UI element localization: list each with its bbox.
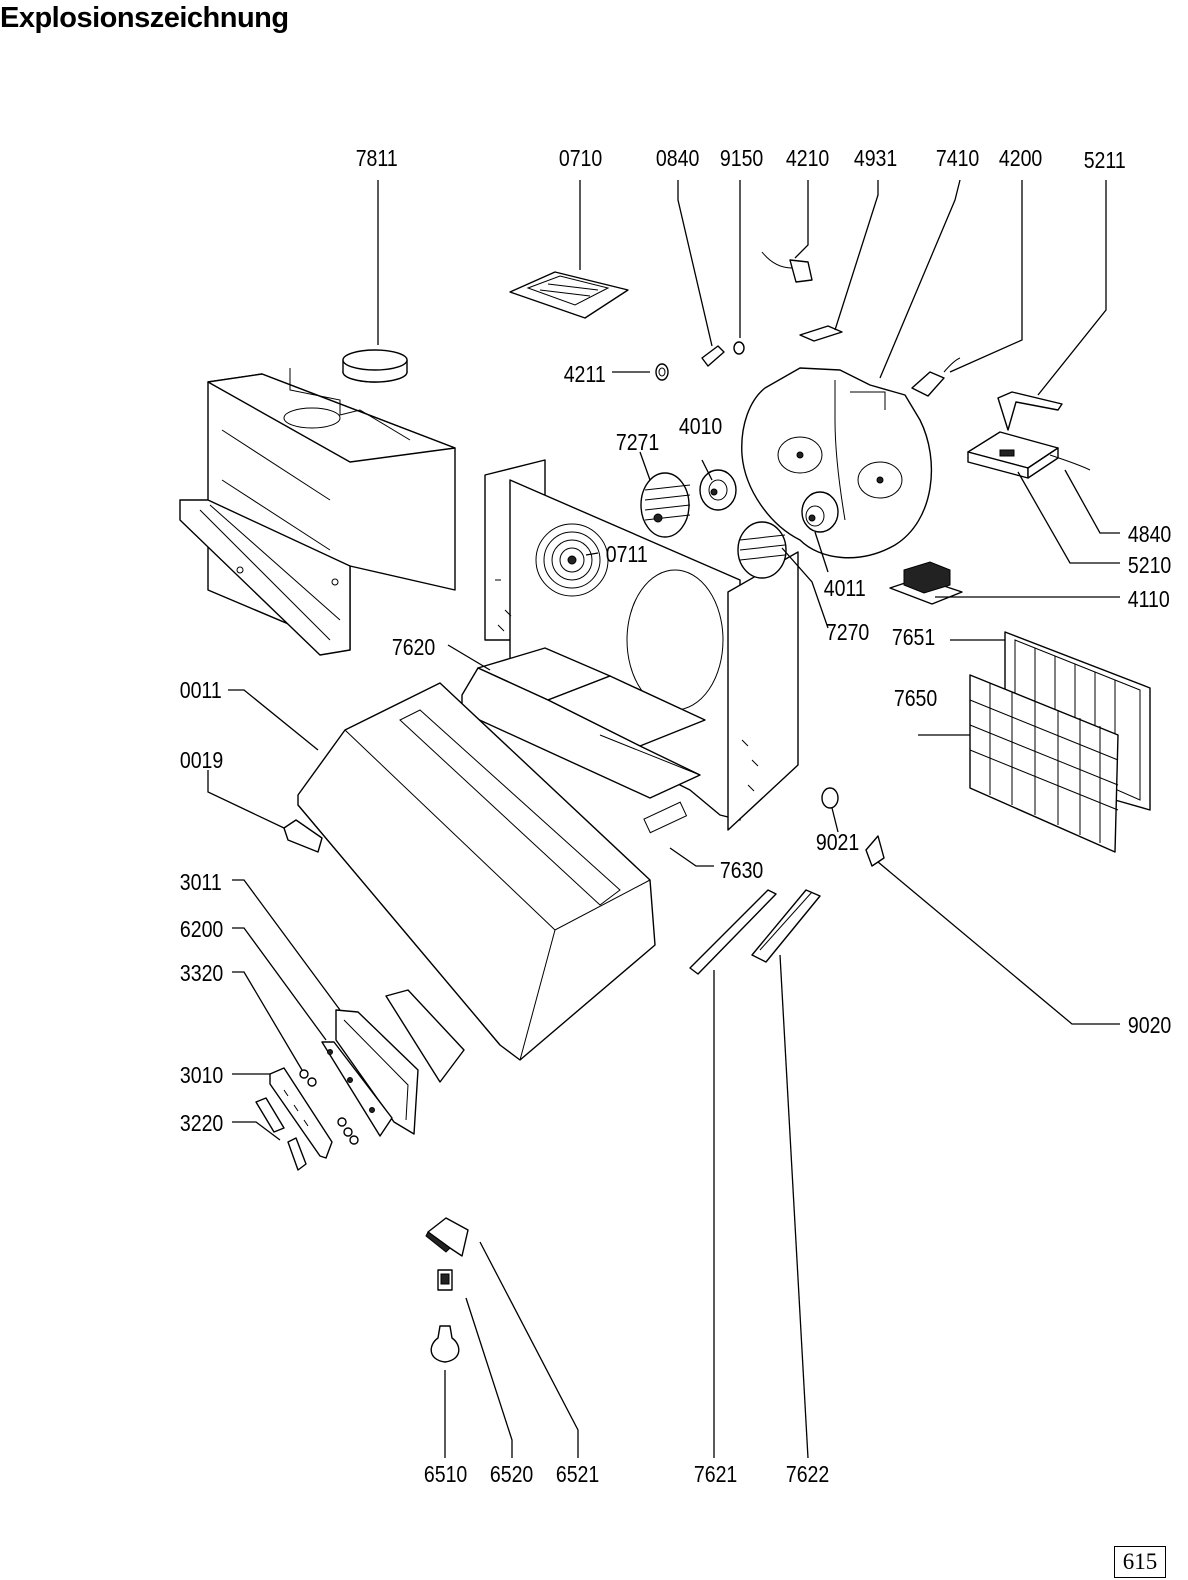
switch-strip-part <box>255 1067 333 1171</box>
label-9021: 9021 <box>816 830 859 856</box>
label-7811: 7811 <box>356 146 398 172</box>
lamp-bulb-part <box>430 1325 460 1363</box>
part-labels: 7811 0710 0840 9150 4210 4931 7410 4200 … <box>180 146 1172 1488</box>
lamp-socket-part <box>437 1269 453 1291</box>
label-3320: 3320 <box>180 961 224 987</box>
label-3220: 3220 <box>180 1111 224 1137</box>
label-0019: 0019 <box>180 748 223 774</box>
small-fittings-part <box>655 341 745 381</box>
label-7622: 7622 <box>786 1462 829 1488</box>
rail-part <box>689 889 821 975</box>
label-5210: 5210 <box>1128 553 1172 579</box>
page-number: 615 <box>1114 1546 1166 1578</box>
label-4931: 4931 <box>854 146 897 172</box>
label-0011: 0011 <box>180 678 222 704</box>
label-3011: 3011 <box>180 870 222 896</box>
label-4011: 4011 <box>824 576 866 602</box>
page-title: Explosionszeichnung <box>0 2 289 34</box>
small-plate-part <box>799 325 843 342</box>
capacitor-part <box>761 251 813 283</box>
control-panel-part <box>321 989 465 1137</box>
label-6521: 6521 <box>556 1462 599 1488</box>
knobs-part <box>299 1069 359 1145</box>
label-6510: 6510 <box>424 1462 468 1488</box>
round-duct-connector-part <box>342 349 408 383</box>
label-7620: 7620 <box>392 635 436 661</box>
lamp-cover-part <box>425 1217 469 1257</box>
fan-housing-part <box>741 367 933 559</box>
cover-plate-part <box>509 271 629 319</box>
switch-assembly-part <box>967 391 1091 479</box>
label-0710: 0710 <box>559 146 603 172</box>
label-4200: 4200 <box>999 146 1043 172</box>
transformer-part <box>889 561 963 605</box>
label-7651: 7651 <box>892 625 935 651</box>
label-0711: 0711 <box>606 542 648 568</box>
label-9150: 9150 <box>720 146 764 172</box>
grease-filter-part <box>461 647 706 834</box>
fan-wheel-part <box>640 472 787 579</box>
label-4010: 4010 <box>679 414 723 440</box>
label-4211: 4211 <box>564 362 606 388</box>
label-4840: 4840 <box>1128 522 1172 548</box>
label-7630: 7630 <box>720 858 764 884</box>
label-7271: 7271 <box>616 430 659 456</box>
motor-part <box>699 469 839 533</box>
tab-part <box>283 819 323 853</box>
label-9020: 9020 <box>1128 1013 1172 1039</box>
label-7650: 7650 <box>894 686 938 712</box>
label-5211: 5211 <box>1084 148 1126 174</box>
leader-lines <box>207 179 1120 1459</box>
label-4210: 4210 <box>786 146 830 172</box>
label-7621: 7621 <box>694 1462 737 1488</box>
capacitor-part-2 <box>911 357 961 397</box>
label-6200: 6200 <box>180 917 224 943</box>
label-0840: 0840 <box>656 146 700 172</box>
label-3010: 3010 <box>180 1063 224 1089</box>
label-7410: 7410 <box>936 146 980 172</box>
upper-housing-part <box>179 368 456 656</box>
label-4110: 4110 <box>1128 587 1170 613</box>
bracket-part <box>821 787 885 867</box>
label-7270: 7270 <box>826 620 870 646</box>
carbon-filter-part <box>969 674 1119 853</box>
hood-body-part <box>297 682 656 1061</box>
label-6520: 6520 <box>490 1462 534 1488</box>
